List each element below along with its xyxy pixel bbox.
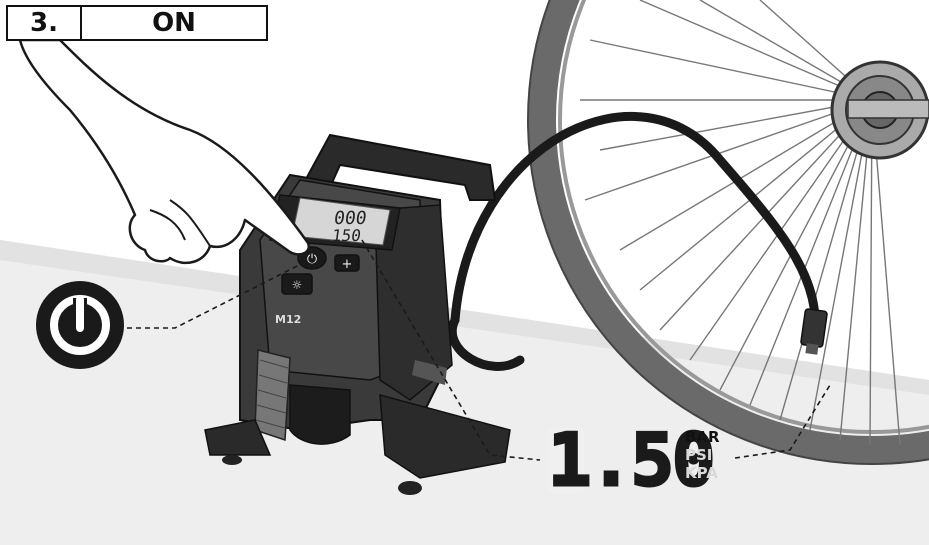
floor-plane [0, 240, 929, 545]
unit-label-bar: BAR [685, 428, 720, 446]
step-title: ON [82, 7, 266, 39]
rubber-foot [222, 455, 242, 465]
unit-label-kpa: KPA [685, 464, 718, 482]
rubber-foot [398, 481, 422, 495]
power-icon: ⏻ [307, 252, 317, 267]
brand-label: M12 [275, 313, 301, 326]
lcd-bottom-readout: 150 [331, 226, 363, 245]
plus-icon: + [342, 257, 353, 272]
unit-label-psi: PSI [685, 446, 712, 464]
light-icon: ☼ [292, 278, 303, 292]
axle [848, 100, 929, 118]
battery-pack [290, 385, 350, 444]
hose-chuck [801, 309, 828, 348]
pointing-hand [20, 40, 309, 263]
valve-connector [805, 343, 818, 355]
step-header: 3. ON [6, 5, 268, 41]
air-hose [455, 116, 816, 340]
step-number: 3. [8, 7, 82, 39]
